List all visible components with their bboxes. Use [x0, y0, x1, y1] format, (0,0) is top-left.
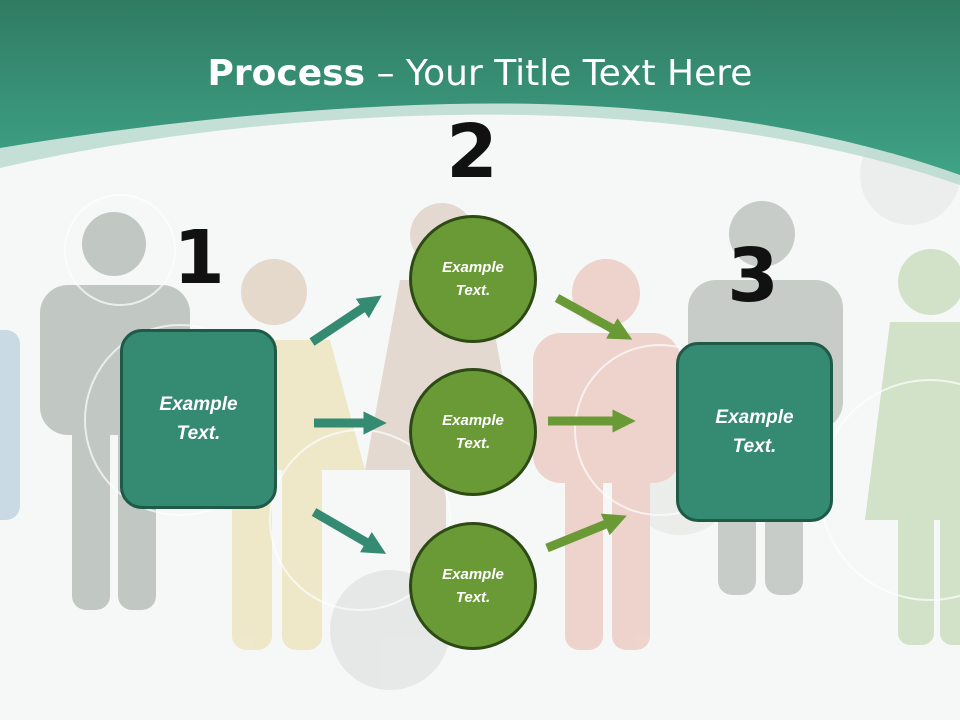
arrow-right-icon — [311, 508, 387, 554]
header-band — [0, 0, 960, 185]
arrow-right-icon — [554, 294, 633, 340]
step-3-box: Example Text. — [676, 342, 833, 522]
step-number-1: 1 — [173, 215, 225, 301]
step-2-circle-1: Example Text. — [409, 215, 537, 343]
title-rest: – Your Title Text Here — [365, 53, 753, 94]
circle-2-text: Example Text. — [442, 412, 504, 452]
slide-title: Process – Your Title Text Here — [0, 52, 960, 96]
step-3-text: Example Text. — [715, 407, 794, 457]
circle-3-text: Example Text. — [442, 566, 504, 606]
title-bold: Process — [207, 53, 366, 94]
arrow-right-icon — [545, 513, 627, 553]
step-number-2: 2 — [446, 109, 498, 195]
step-1-text: Example Text. — [159, 394, 238, 444]
circle-1-text: Example Text. — [442, 259, 504, 299]
step-2-circle-2: Example Text. — [409, 368, 537, 496]
arrow-right-icon — [309, 295, 382, 346]
step-2-circle-3: Example Text. — [409, 522, 537, 650]
step-1-box: Example Text. — [120, 329, 277, 509]
step-number-3: 3 — [727, 233, 779, 319]
